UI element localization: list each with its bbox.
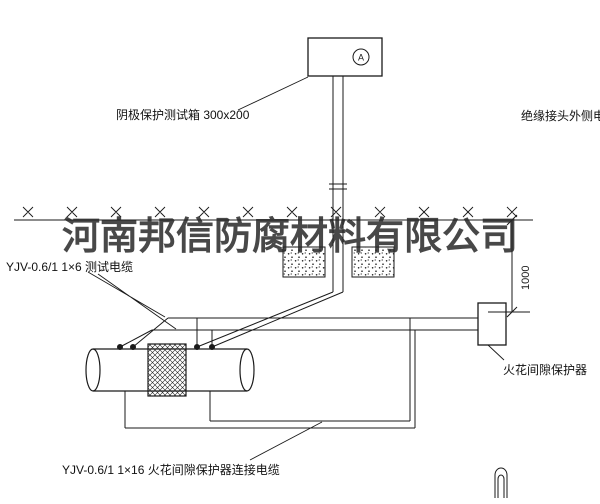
label-protector: 火花间隙保护器 (503, 363, 588, 377)
leader-lines (87, 76, 505, 461)
test-box (307, 37, 383, 77)
pipe-end-left (85, 348, 101, 392)
ammeter-letter: A (358, 53, 364, 63)
leader-test-box (237, 76, 309, 111)
dimension-value: 1000 (520, 265, 532, 290)
ammeter-symbol-icon (352, 48, 370, 66)
riser-conduit (329, 76, 347, 292)
company-watermark: 河南邦信防腐材料有限公司 (62, 216, 519, 258)
leader-protector (487, 344, 505, 361)
pipeline-group (85, 343, 255, 397)
label-outer-cable: 绝缘接头外侧电缆 (521, 109, 600, 123)
pipe-cable-risers (119, 317, 213, 348)
ground-x-marks (22, 206, 518, 218)
concrete-block-right (351, 246, 395, 278)
protector-cables-horizontal (152, 317, 478, 331)
pipe-end-right (239, 348, 255, 392)
leader-test-cable (87, 271, 177, 330)
pipe-bottom-drops (124, 391, 211, 428)
concrete-blocks (282, 246, 395, 278)
stub-inner (497, 474, 505, 498)
label-spark-cable: YJV-0.6/1 1×16 火花间隙保护器连接电缆 (62, 463, 280, 477)
dimension-ticks (506, 214, 518, 318)
connection-cables-bottom (125, 420, 415, 429)
pipe-stub-symbol (494, 467, 508, 498)
leader-spark-cable (249, 421, 323, 461)
riser-above-ground (332, 76, 344, 220)
riser-below-ground (332, 220, 344, 292)
spark-gap-protector-box (477, 302, 507, 346)
cable-runs (119, 291, 478, 429)
concrete-block-left (282, 246, 326, 278)
dimension-group (488, 214, 530, 318)
stub-outer (494, 467, 508, 498)
test-cable-splay (196, 291, 344, 348)
label-test-box: 阴极保护测试箱 300x200 (116, 108, 250, 122)
insulating-joint (147, 343, 187, 397)
label-test-cable: YJV-0.6/1 1×6 测试电缆 (6, 260, 134, 274)
test-box-group: A (307, 37, 383, 77)
conduit-coupling (329, 183, 347, 190)
ground-group (14, 206, 533, 221)
cable-verticals-right (409, 318, 416, 428)
